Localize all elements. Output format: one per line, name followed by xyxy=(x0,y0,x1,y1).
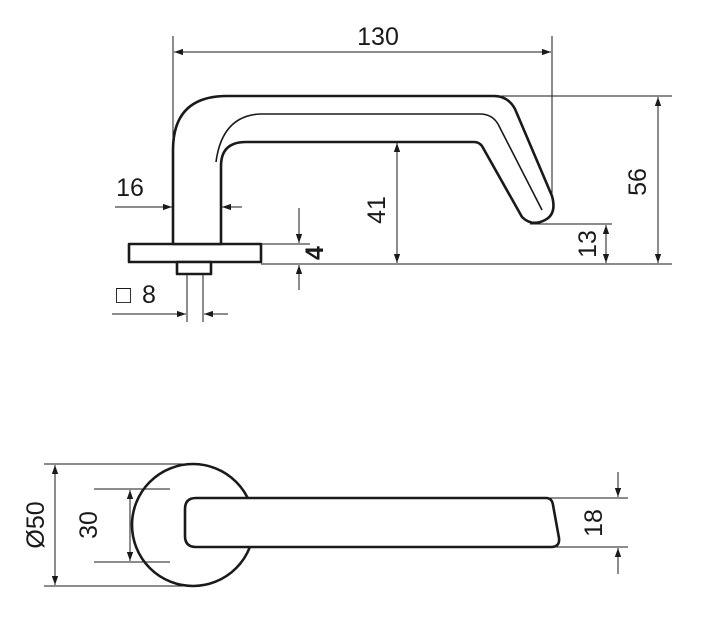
side-view: 130 56 41 13 16 4 □ 8 xyxy=(112,23,672,322)
spindle-stub xyxy=(175,260,213,276)
lever-side-profile xyxy=(171,94,555,246)
top-view: Ø50 30 18 xyxy=(22,462,628,588)
dim-rose-thickness-label: 4 xyxy=(301,246,329,260)
dim-spindle-symbol: □ xyxy=(116,281,132,309)
dim-length-label: 130 xyxy=(357,23,399,51)
dim-spindle-label: 8 xyxy=(142,281,156,309)
dim-tip-height-label: 13 xyxy=(574,230,602,258)
lever-top-profile xyxy=(183,496,561,549)
dim-neck-width-label: 16 xyxy=(116,174,144,202)
dim-height-label: 56 xyxy=(624,168,652,196)
dim-lever-width-label: 18 xyxy=(580,509,608,537)
dim-rose-diameter-symbol: Ø xyxy=(22,529,50,548)
rose-plate xyxy=(127,242,263,264)
dim-rose-diameter-label: 50 xyxy=(22,501,50,529)
dim-grip-width-label: 30 xyxy=(75,511,103,539)
lever-highlight-line xyxy=(215,113,543,211)
dim-rose-diameter-text: Ø50 xyxy=(22,501,50,548)
dim-inner-height-label: 41 xyxy=(363,196,391,224)
